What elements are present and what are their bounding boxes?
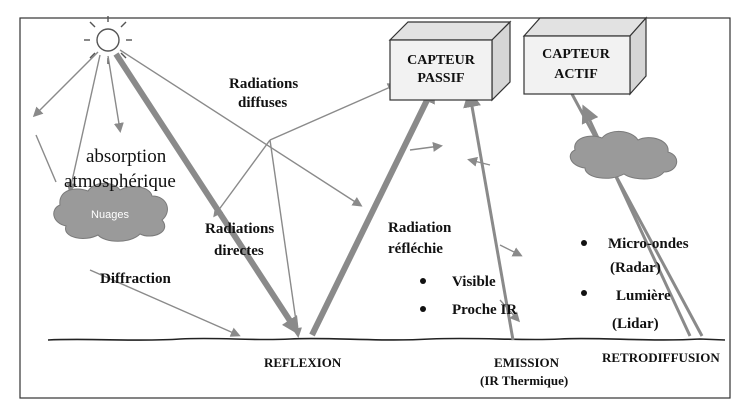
ground-label-retrodiffusion: RETRODIFFUSION <box>602 350 720 365</box>
active-sensor: CAPTEUR ACTIF <box>522 16 648 96</box>
label-absorption-2: atmosphérique <box>64 171 176 192</box>
label-radiations-directes-1: Radiations <box>205 221 274 237</box>
label-radiation-reflechie-1: Radiation <box>388 220 452 236</box>
label-micro-ondes: Micro-ondes <box>608 236 689 252</box>
ground-label-ir-thermique: (IR Thermique) <box>480 373 568 388</box>
direct-radiation-arrow <box>113 52 300 336</box>
active-sensor-line2: ACTIF <box>554 67 598 82</box>
label-diffraction: Diffraction <box>100 271 171 287</box>
ground-label-emission: EMISSION <box>494 355 560 370</box>
label-radiations-diffuses-1: Radiations <box>229 76 298 92</box>
ground-line <box>47 337 726 341</box>
sun-icon <box>84 16 132 64</box>
label-radiation-reflechie-2: réfléchie <box>388 241 443 257</box>
label-radiations-directes-2: directes <box>214 243 264 259</box>
diagram-frame <box>19 17 731 399</box>
reflected-radiation-arrow <box>309 84 435 337</box>
emission-arrow <box>463 89 515 341</box>
cloud-left: Nuages <box>53 182 168 242</box>
label-absorption-1: absorption <box>86 146 167 167</box>
bullet-visible: Visible <box>452 274 496 290</box>
bullet-visible-dot <box>420 278 426 284</box>
bullet-proche-ir: Proche IR <box>452 302 517 318</box>
cloud-label: Nuages <box>91 209 129 221</box>
passive-sensor-line2: PASSIF <box>417 71 464 86</box>
cloud-right <box>569 131 678 180</box>
bullet-lumiere-dot <box>581 290 587 296</box>
passive-sensor-line1: CAPTEUR <box>407 53 476 68</box>
label-lidar: (Lidar) <box>612 316 659 332</box>
label-radar: (Radar) <box>610 260 661 276</box>
ground-label-reflexion: REFLEXION <box>264 355 342 370</box>
label-radiations-diffuses-2: diffuses <box>238 95 287 111</box>
active-sensor-line1: CAPTEUR <box>542 47 611 62</box>
label-lumiere: Lumière <box>616 288 671 304</box>
bullet-micro-ondes-dot <box>581 240 587 246</box>
passive-sensor: CAPTEUR PASSIF <box>388 20 512 102</box>
bullet-proche-ir-dot <box>420 306 426 312</box>
scatter-arrows <box>32 49 523 338</box>
